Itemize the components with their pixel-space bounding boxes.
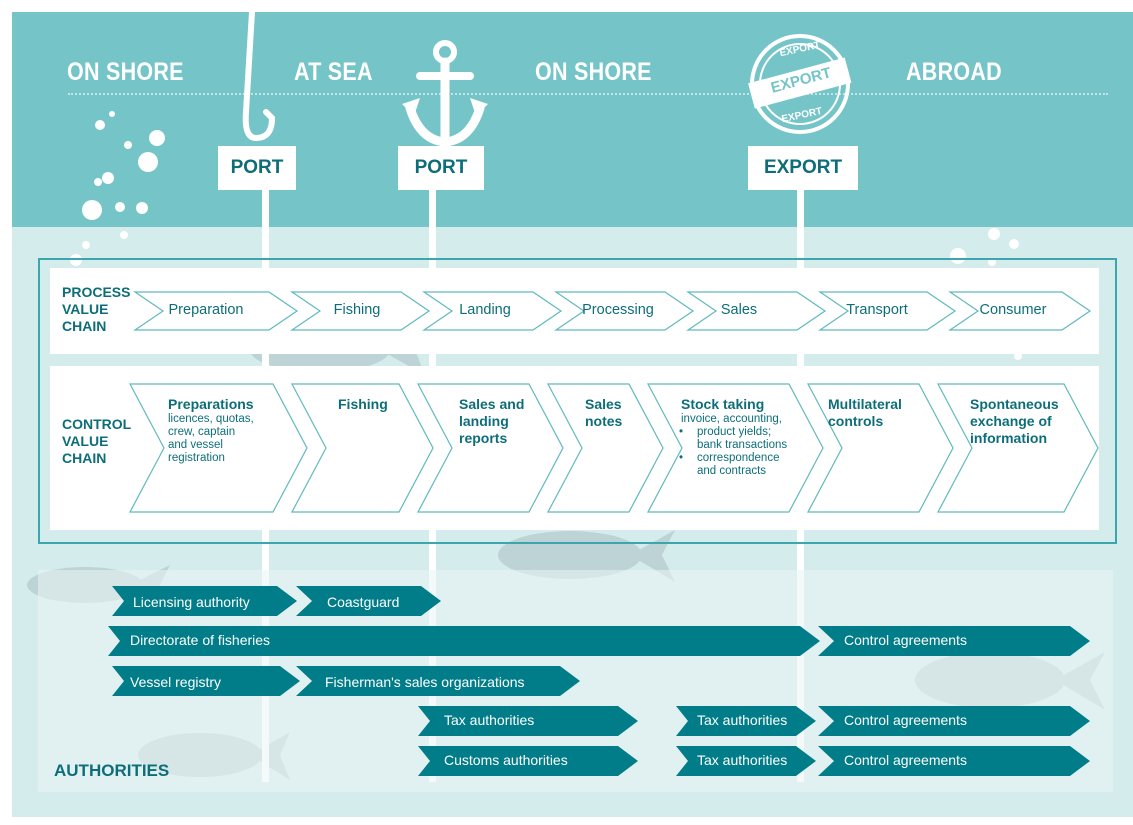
control-step-sales-notes: Sales notes [585,396,623,429]
authority-customs: Customs authorities [444,752,568,768]
control-chevron-shape [417,383,564,513]
process-step-transport: Transport [846,302,908,318]
process-chevron-shape [818,291,957,331]
authority-licensing: Licensing authority [133,594,250,610]
port-label-1: PORT [218,146,296,190]
authority-control-agreements-3: Control agreements [844,752,967,768]
authority-bar-shape [296,586,441,616]
authority-bar-shape [818,626,1090,656]
control-step-fishing: Fishing [338,396,388,412]
bubbles-icon [70,111,1022,360]
port-label-export: EXPORT [748,146,858,190]
authority-bar-shape [818,746,1090,776]
authority-fishermans-sales: Fisherman's sales organizations [325,674,525,690]
authority-coastguard: Coastguard [327,594,400,610]
control-chevron-shape [129,383,308,513]
process-step-sales: Sales [720,302,758,318]
process-chevron-shape [554,291,695,331]
authority-directorate-fisheries: Directorate of fisheries [130,632,271,648]
region-label-on-shore-2: ON SHORE [535,58,652,86]
control-step-multilateral-controls: Multilateral controls [828,396,902,429]
value-chain-frame [38,258,1117,544]
process-step-consumer: Consumer [979,302,1047,318]
sky-background [12,12,1133,227]
authority-bar-shape [112,666,300,696]
process-chevron-shape [133,291,299,331]
authority-control-agreements-1: Control agreements [844,632,967,648]
process-step-landing: Landing [459,302,511,318]
authority-bar-shape [676,746,816,776]
process-step-processing: Processing [582,302,654,318]
control-chevron-shape [937,383,1099,513]
horizon-dotted-line [68,93,1108,95]
stock-bullet-2: •correspondence [679,452,780,464]
authority-bar-shape [818,706,1090,736]
process-chevron-shape [686,291,827,331]
process-band [50,268,1099,354]
process-chevron-shape [422,291,563,331]
authority-bar-shape [676,706,816,736]
control-step-sales-landing-reports: Sales and landing reports [459,396,525,446]
authority-bar-shape [418,746,638,776]
region-label-at-sea: AT SEA [294,58,373,86]
control-chevron-shape [291,383,434,513]
control-step-spontaneous-exchange: Spontaneous exchange of information [970,396,1059,446]
authority-tax-1: Tax authorities [444,712,535,728]
region-label-abroad: ABROAD [906,58,1002,86]
authority-bar-shape [418,706,638,736]
stock-bullet-1: •product yields; [679,426,772,438]
process-step-fishing: Fishing [333,302,381,318]
control-chevron-shape [807,383,954,513]
authority-bar-shape [112,586,297,616]
process-chevron-shape [290,291,431,331]
control-chevron-shape [647,383,824,513]
control-chevron-shape [547,383,664,513]
authorities-heading: AUTHORITIES [54,761,170,780]
port-label-2: PORT [398,146,484,190]
control-step-stock-taking: Stock taking invoice, accounting, •produ… [679,396,801,478]
authority-vessel-registry: Vessel registry [130,674,222,690]
process-chevron-shape [948,291,1092,331]
region-label-on-shore-1: ON SHORE [67,58,184,86]
authority-control-agreements-2: Control agreements [844,712,967,728]
authority-bar-shape [108,626,820,656]
process-step-preparation: Preparation [168,302,244,318]
authority-tax-2: Tax authorities [697,712,788,728]
control-step-preparations: Preparations licences, quotas, crew, cap… [168,396,254,464]
authority-bar-shape [296,666,580,696]
authority-tax-3: Tax authorities [697,752,788,768]
